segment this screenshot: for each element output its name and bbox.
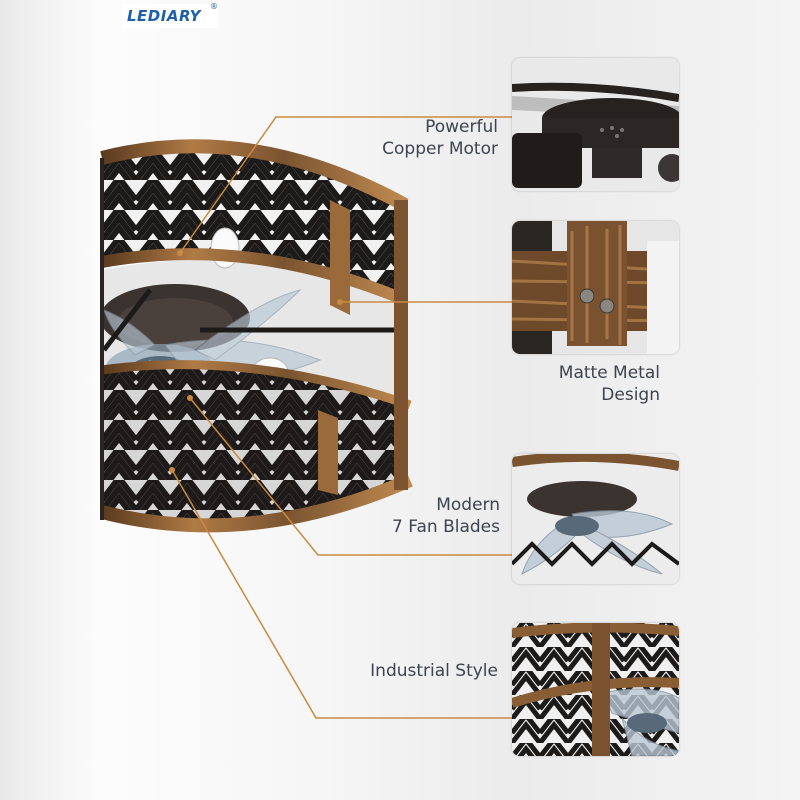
feature-label-metal: Matte Metal Design	[559, 362, 660, 406]
motor-closeup-icon	[512, 58, 679, 191]
fan-blades-closeup-icon	[512, 454, 679, 584]
copper-straps	[318, 200, 408, 495]
feature-label-motor-line1: Powerful	[425, 117, 498, 137]
callout-line-motor	[179, 116, 512, 254]
feature-label-industrial-line1: Industrial Style	[370, 661, 498, 681]
feature-label-motor-line2: Copper Motor	[382, 139, 498, 159]
fan-cage-closeup-icon	[512, 623, 679, 756]
callout-line-industrial	[171, 469, 512, 719]
feature-label-industrial: Industrial Style	[370, 660, 498, 682]
feature-label-blades: Modern 7 Fan Blades	[392, 494, 500, 538]
feature-label-blades-line2: 7 Fan Blades	[392, 517, 500, 537]
callout-dots	[169, 250, 343, 473]
feature-label-blades-line1: Modern	[436, 495, 500, 515]
thumbnail-metal	[512, 221, 679, 354]
metal-bracket-closeup-icon	[512, 221, 679, 354]
upper-cage-band	[102, 146, 405, 300]
thumbnail-motor	[512, 58, 679, 191]
callout-line-blades	[189, 397, 512, 556]
registered-mark: ®	[210, 2, 218, 11]
left-wall-shadow	[0, 0, 100, 800]
thumbnail-industrial	[512, 623, 679, 756]
feature-label-motor: Powerful Copper Motor	[382, 116, 498, 160]
feature-label-metal-line1: Matte Metal	[558, 363, 660, 383]
thumbnail-blades	[512, 454, 679, 584]
callout-lines	[171, 116, 512, 719]
feature-label-metal-line2: Design	[601, 385, 660, 405]
brand-logo-badge	[122, 4, 218, 28]
brand-logo: LEDIARY	[127, 7, 201, 25]
